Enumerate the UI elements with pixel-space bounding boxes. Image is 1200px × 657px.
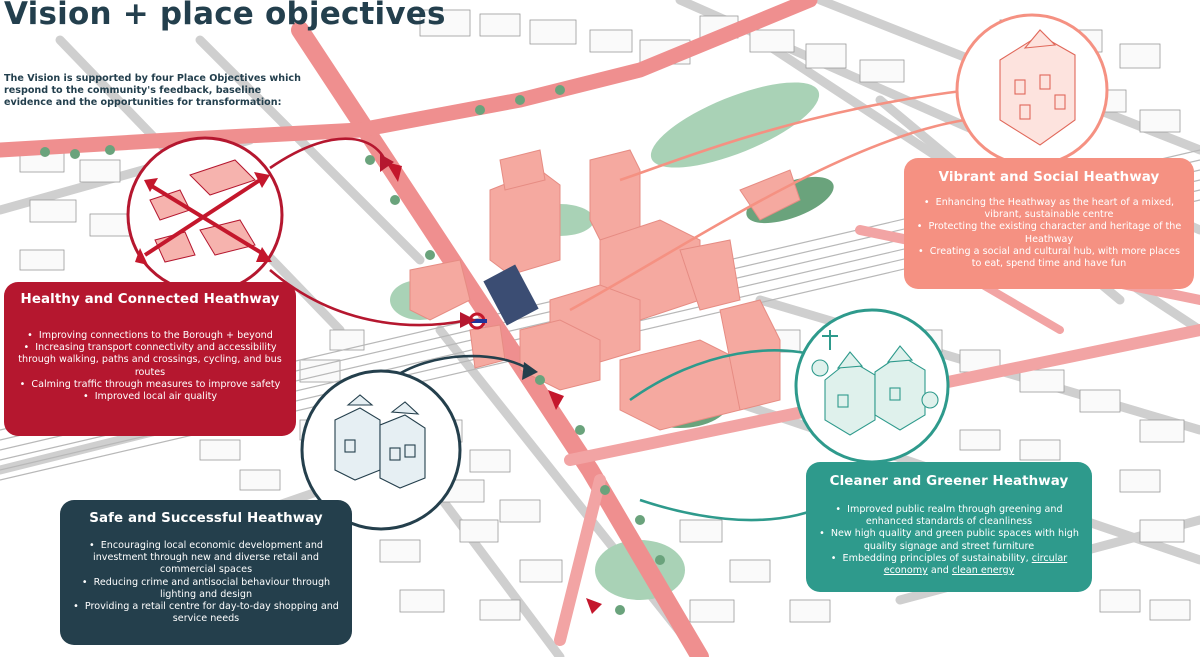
heritage-building-icon: [955, 13, 1109, 167]
circular-economy-link[interactable]: circular economy: [883, 552, 1068, 577]
vibrant-point-3: Creating a social and cultural hub, with…: [916, 246, 1182, 270]
healthy-points: Improving connections to the Borough + b…: [14, 330, 286, 403]
cleaner-point-3-text: Embedding principles of sustainability,: [842, 552, 1029, 564]
intro-text: The Vision is supported by four Place Ob…: [4, 73, 301, 108]
safe-heading: Safe and Successful Heathway: [89, 511, 323, 526]
street-trees: [40, 85, 665, 615]
cleaner-greener-card: Cleaner and Greener Heathway Improved pu…: [806, 462, 1092, 592]
page-title: Vision + place objectives: [4, 0, 446, 32]
vibrant-points: Enhancing the Heathway as the heart of a…: [916, 197, 1182, 270]
cleaner-point-3-and: and: [930, 565, 949, 577]
safe-point-1: Encouraging local economic development a…: [72, 540, 340, 577]
healthy-point-4: Improved local air quality: [14, 391, 286, 403]
cleaner-point-2: New high quality and green public spaces…: [818, 528, 1080, 552]
healthy-point-3: Calming traffic through measures to impr…: [14, 379, 286, 391]
vibrant-social-card: Vibrant and Social Heathway Enhancing th…: [904, 158, 1194, 289]
vibrant-heading: Vibrant and Social Heathway: [938, 170, 1160, 185]
safe-successful-card: Safe and Successful Heathway Encouraging…: [60, 500, 352, 645]
vibrant-point-2: Protecting the existing character and he…: [916, 221, 1182, 245]
green-housing-icon: [794, 308, 950, 464]
cleaner-points: Improved public realm through greening a…: [818, 504, 1080, 577]
healthy-connected-card: Healthy and Connected Heathway Improving…: [4, 282, 296, 436]
cleaner-heading: Cleaner and Greener Heathway: [829, 474, 1069, 489]
cleaner-point-3: Embedding principles of sustainability, …: [818, 553, 1080, 577]
clean-energy-link[interactable]: clean energy: [951, 565, 1015, 577]
healthy-point-2: Increasing transport connectivity and ac…: [14, 342, 286, 379]
healthy-heading: Healthy and Connected Heathway: [20, 292, 280, 307]
safe-points: Encouraging local economic development a…: [72, 540, 340, 625]
red-arrows: [386, 162, 602, 614]
safe-point-3: Providing a retail centre for day-to-day…: [72, 601, 340, 625]
safe-point-2: Reducing crime and antisocial behaviour …: [72, 577, 340, 601]
shopfront-icon: [300, 369, 462, 531]
connector-arrowheads: [380, 154, 538, 380]
cleaner-point-1: Improved public realm through greening a…: [818, 504, 1080, 528]
connections-icon: [126, 136, 284, 294]
development-blocks: [409, 149, 801, 431]
vibrant-point-1: Enhancing the Heathway as the heart of a…: [916, 197, 1182, 221]
station-building: [483, 264, 539, 326]
healthy-point-1: Improving connections to the Borough + b…: [14, 330, 286, 342]
